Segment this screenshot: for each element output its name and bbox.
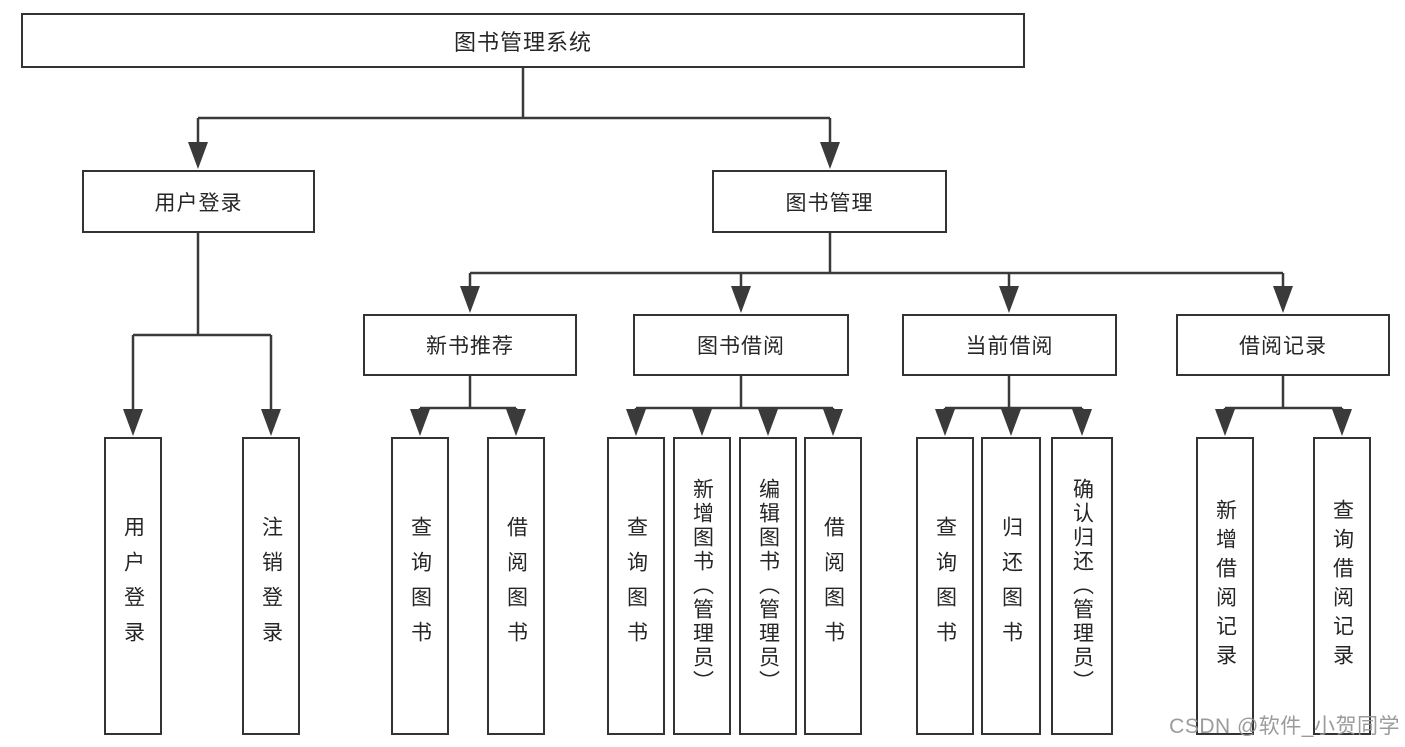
node-label: 借阅记录 xyxy=(1239,335,1327,358)
arrowheads xyxy=(123,142,1352,436)
leaf-label: 查询图书 xyxy=(933,516,957,656)
leaf-nbr-borrow-books: 借阅图书 xyxy=(487,437,545,735)
node-current-borrowing: 当前借阅 xyxy=(902,314,1117,376)
leaf-label: 用户登录 xyxy=(121,516,145,656)
node-user-login: 用户登录 xyxy=(82,170,315,233)
leaf-label: 归还图书 xyxy=(999,516,1023,656)
leaf-label: 编辑图书（管理员） xyxy=(756,478,780,694)
leaf-cb-return-books: 归还图书 xyxy=(981,437,1041,735)
leaf-label: 查询图书 xyxy=(624,516,648,656)
node-book-borrowing: 图书借阅 xyxy=(633,314,849,376)
leaf-cb-query-books: 查询图书 xyxy=(916,437,974,735)
leaf-br-query-record: 查询借阅记录 xyxy=(1313,437,1371,735)
leaf-user-login: 用户登录 xyxy=(104,437,162,735)
node-borrowing-records: 借阅记录 xyxy=(1176,314,1390,376)
leaf-cb-confirm-return-admin: 确认归还（管理员） xyxy=(1051,437,1113,735)
leaf-label: 借阅图书 xyxy=(504,516,528,656)
node-label: 图书借阅 xyxy=(697,335,785,358)
node-book-management: 图书管理 xyxy=(712,170,947,233)
leaf-nbr-query-books: 查询图书 xyxy=(391,437,449,735)
node-library-management-system: 图书管理系统 xyxy=(21,13,1025,68)
leaf-bb-query-books: 查询图书 xyxy=(607,437,665,735)
node-label: 新书推荐 xyxy=(426,335,514,358)
leaf-logout: 注销登录 xyxy=(242,437,300,735)
node-label: 当前借阅 xyxy=(965,335,1054,358)
node-new-book-recommendation: 新书推荐 xyxy=(363,314,577,376)
leaf-bb-borrow-books: 借阅图书 xyxy=(804,437,862,735)
leaf-label: 借阅图书 xyxy=(821,516,845,656)
leaf-bb-add-books-admin: 新增图书（管理员） xyxy=(673,437,731,735)
leaf-bb-edit-books-admin: 编辑图书（管理员） xyxy=(739,437,797,735)
node-label: 图书管理 xyxy=(785,191,874,215)
leaf-label: 查询图书 xyxy=(408,516,432,656)
leaf-label: 确认归还（管理员） xyxy=(1070,478,1094,694)
node-label: 图书管理系统 xyxy=(453,29,592,55)
leaf-br-add-record: 新增借阅记录 xyxy=(1196,437,1254,735)
leaf-label: 注销登录 xyxy=(259,516,283,656)
leaf-label: 查询借阅记录 xyxy=(1330,499,1354,673)
node-label: 用户登录 xyxy=(154,191,243,215)
csdn-watermark: CSDN @软件_小贺同学 xyxy=(1169,715,1400,738)
leaf-label: 新增借阅记录 xyxy=(1213,499,1237,673)
leaf-label: 新增图书（管理员） xyxy=(690,478,714,694)
